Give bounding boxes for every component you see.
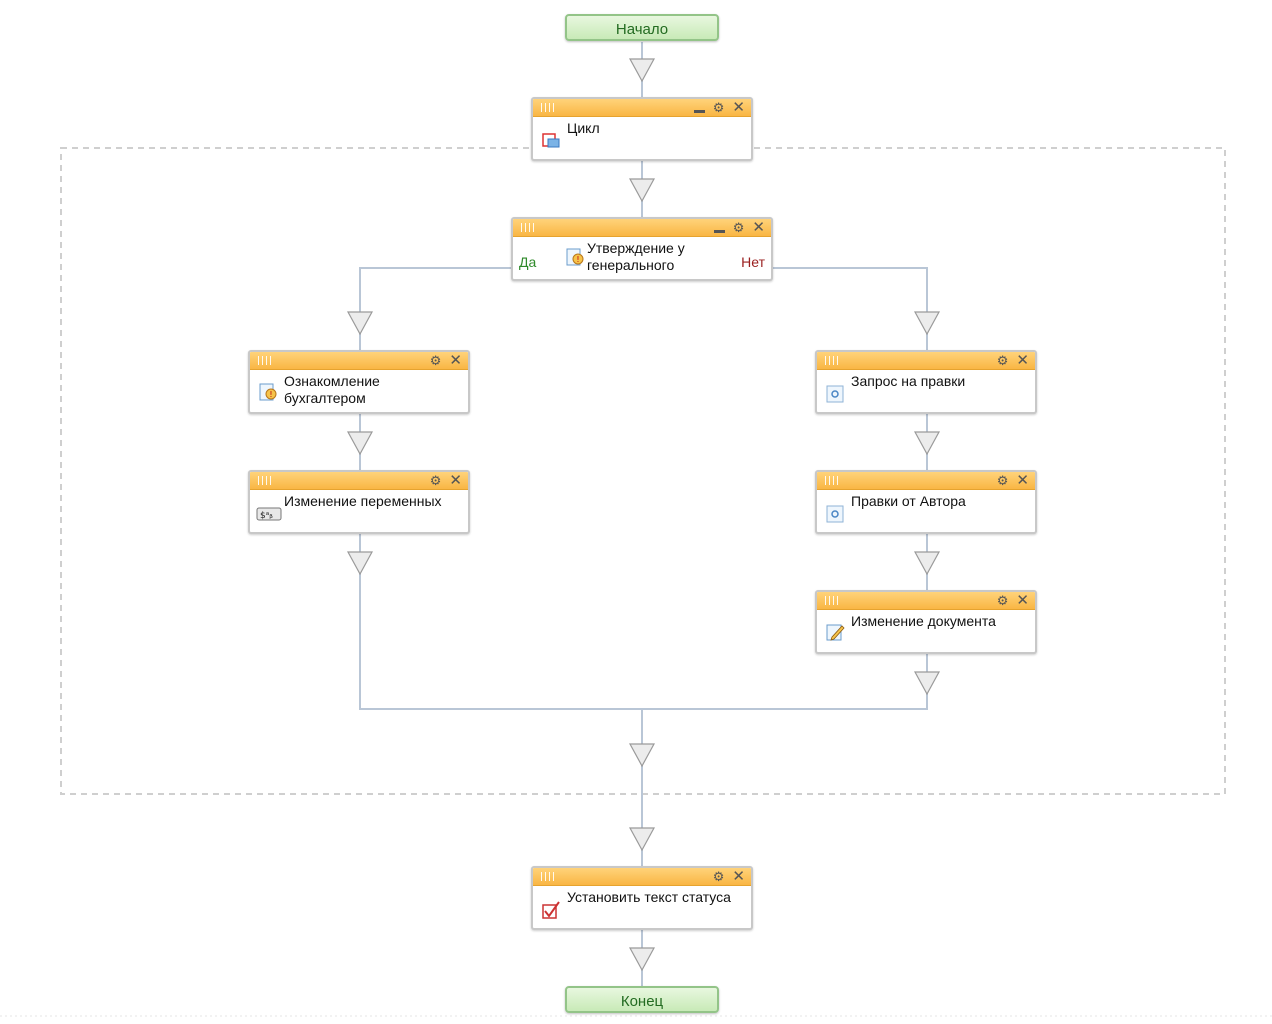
gear-icon[interactable]: ⚙ [996, 473, 1009, 488]
svg-text:!: ! [576, 255, 579, 264]
vars-node[interactable]: ⚙ ✕ $ᵃᵦ Изменение переменных [248, 470, 470, 534]
node-header[interactable]: ⚙ ✕ [513, 219, 771, 237]
drag-handle[interactable] [521, 223, 537, 232]
acquaint-node[interactable]: ⚙ ✕ ! Ознакомление бухгалтером [248, 350, 470, 414]
node-title: Цикл [567, 120, 600, 136]
node-title: Запрос на правки [851, 373, 966, 389]
node-header[interactable]: ⚙ ✕ [250, 472, 468, 490]
drag-handle[interactable] [541, 872, 557, 881]
gear-icon[interactable]: ⚙ [996, 593, 1009, 608]
approval-task-icon: ! [259, 383, 277, 401]
close-icon[interactable]: ✕ [449, 472, 462, 489]
gear-icon[interactable]: ⚙ [429, 353, 442, 368]
gear-icon[interactable]: ⚙ [732, 220, 745, 235]
arrow-down-icon [347, 311, 373, 335]
drag-handle[interactable] [541, 103, 557, 112]
node-title: Утверждение у генерального директора [587, 240, 685, 279]
drag-handle[interactable] [825, 356, 841, 365]
status-node[interactable]: ⚙ ✕ Установить текст статуса [531, 866, 753, 930]
drag-handle[interactable] [258, 356, 274, 365]
edits-node[interactable]: ⚙ ✕ Правки от Автора [815, 470, 1037, 534]
start-node[interactable]: Начало [565, 14, 719, 41]
drag-handle[interactable] [825, 476, 841, 485]
arrow-down-icon [347, 431, 373, 455]
edit-document-icon [826, 624, 845, 641]
branch-no-label: Нет [741, 254, 765, 270]
approval-task-icon: ! [566, 248, 584, 266]
end-node[interactable]: Конец [565, 986, 719, 1013]
drag-handle[interactable] [258, 476, 274, 485]
svg-text:!: ! [269, 390, 272, 399]
arrow-down-icon [914, 311, 940, 335]
close-icon[interactable]: ✕ [1016, 472, 1029, 489]
gear-icon[interactable]: ⚙ [996, 353, 1009, 368]
node-header[interactable]: ⚙ ✕ [817, 592, 1035, 610]
node-title: Изменение переменных [284, 493, 442, 509]
task-icon [826, 385, 844, 403]
request-node[interactable]: ⚙ ✕ Запрос на правки [815, 350, 1037, 414]
svg-text:$ᵃᵦ: $ᵃᵦ [260, 511, 273, 521]
node-header[interactable]: ⚙ ✕ [533, 868, 751, 886]
arrow-down-icon [629, 743, 655, 767]
node-title: Правки от Автора [851, 493, 966, 509]
arrow-down-icon [914, 671, 940, 695]
node-title: Установить текст статуса [567, 889, 731, 905]
arrow-down-icon [347, 551, 373, 575]
branch-yes-label: Да [519, 254, 537, 270]
close-icon[interactable]: ✕ [1016, 352, 1029, 369]
arrow-down-icon [629, 947, 655, 971]
node-header[interactable]: ⚙ ✕ [817, 472, 1035, 490]
minimize-button[interactable] [713, 230, 725, 233]
close-icon[interactable]: ✕ [732, 99, 745, 116]
loop-node[interactable]: ⚙ ✕ Цикл [531, 97, 753, 161]
close-icon[interactable]: ✕ [449, 352, 462, 369]
node-title: Изменение документа [851, 613, 996, 629]
drag-handle[interactable] [825, 596, 841, 605]
task-icon [826, 505, 844, 523]
loop-icon [542, 133, 560, 148]
arrow-down-icon [629, 827, 655, 851]
gear-icon[interactable]: ⚙ [712, 100, 725, 115]
arrow-down-icon [914, 431, 940, 455]
gear-icon[interactable]: ⚙ [429, 473, 442, 488]
docchange-node[interactable]: ⚙ ✕ Изменение документа [815, 590, 1037, 654]
arrow-down-icon [629, 178, 655, 202]
node-header[interactable]: ⚙ ✕ [250, 352, 468, 370]
variables-icon: $ᵃᵦ [256, 507, 282, 521]
node-header[interactable]: ⚙ ✕ [533, 99, 751, 117]
gear-icon[interactable]: ⚙ [712, 869, 725, 884]
arrow-down-icon [629, 58, 655, 82]
close-icon[interactable]: ✕ [1016, 592, 1029, 609]
node-header[interactable]: ⚙ ✕ [817, 352, 1035, 370]
checkbox-icon [542, 901, 560, 919]
arrow-down-icon [914, 551, 940, 575]
approve-node[interactable]: ⚙ ✕ ! Утверждение у генерального директо… [511, 217, 773, 281]
close-icon[interactable]: ✕ [732, 868, 745, 885]
node-title: Ознакомление бухгалтером [284, 373, 380, 406]
minimize-button[interactable] [693, 110, 705, 113]
close-icon[interactable]: ✕ [752, 219, 765, 236]
